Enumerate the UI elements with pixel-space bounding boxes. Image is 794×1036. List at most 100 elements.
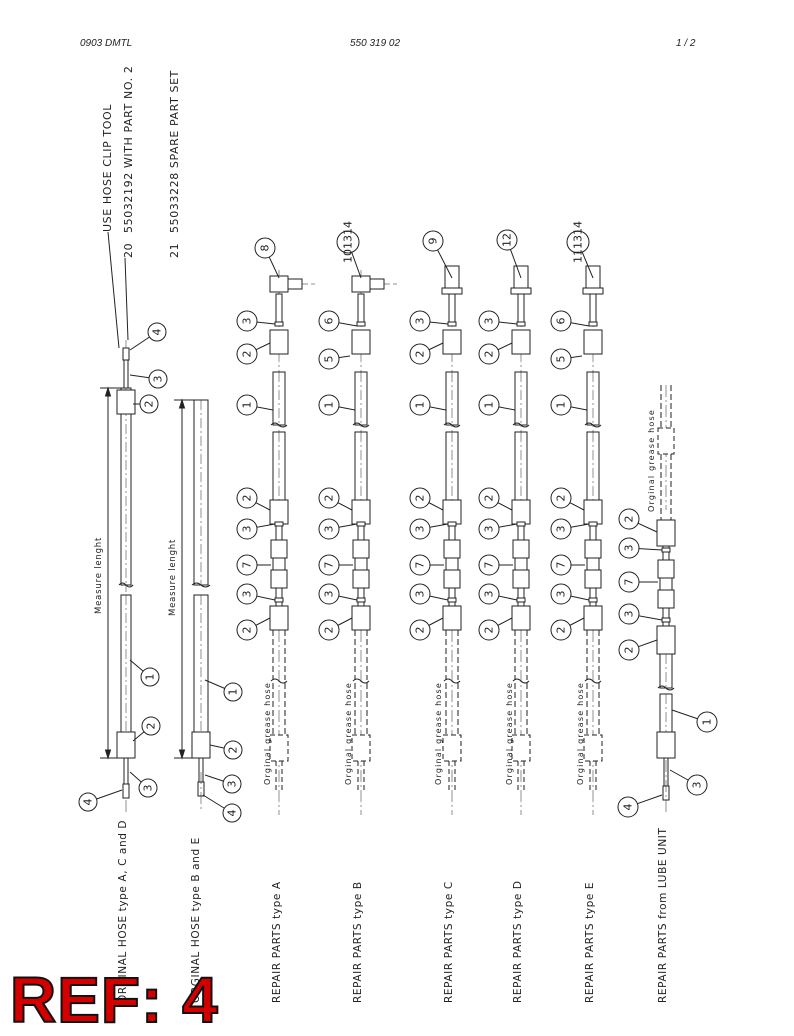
balloon-1 (318, 394, 340, 416)
balloon-number-2: 2 (414, 627, 427, 634)
label-original-hose-be: ORGINAL HOSE type B and E (190, 837, 202, 1003)
note-clip-tool: USE HOSE CLIP TOOL (101, 104, 114, 232)
ferrule-dashed (657, 427, 675, 455)
balloon-number-1: 1 (144, 674, 157, 681)
note-21-text: 55033228 SPARE PART SET (168, 70, 181, 233)
balloon-number-2: 2 (145, 723, 158, 730)
balloon-number-7: 7 (623, 579, 636, 586)
header-part-number: 550 319 02 (350, 38, 401, 49)
balloon-number-2: 2 (623, 647, 636, 654)
balloon-3 (409, 310, 431, 332)
label-repair-lube: REPAIR PARTS from LUBE UNIT (657, 827, 669, 1003)
balloon-3 (409, 583, 431, 605)
balloon-number-2: 2 (414, 495, 427, 502)
balloon-2 (318, 487, 340, 509)
balloon-2 (141, 716, 161, 736)
balloon-1 (550, 394, 572, 416)
balloon-number-3: 3 (414, 526, 427, 533)
connector-half (352, 539, 370, 559)
balloon-7 (236, 554, 258, 576)
connector-half (270, 569, 288, 589)
break-line (657, 685, 675, 691)
hex-nut (582, 287, 604, 295)
ferrule (116, 731, 136, 759)
ferrule (442, 329, 462, 355)
balloon-number-2: 2 (483, 351, 496, 358)
nipple (589, 293, 597, 325)
label-original-hose-acd: ORGINAL HOSE type A, C and D (117, 820, 129, 1003)
balloon-7 (550, 554, 572, 576)
balloon-number-2: 2 (323, 495, 336, 502)
label-repair-d: REPAIR PARTS type D (512, 880, 524, 1003)
angle-fitting (269, 275, 289, 293)
nipple (662, 607, 670, 627)
balloon-3 (409, 518, 431, 540)
balloon-1 (223, 682, 243, 702)
balloon-number-2: 2 (241, 495, 254, 502)
balloon-number-3: 3 (241, 591, 254, 598)
ferrule (442, 499, 462, 525)
ferrule (116, 389, 136, 415)
balloon-number-2: 2 (227, 747, 240, 754)
balloon-number-4: 4 (622, 804, 635, 811)
balloon-2 (478, 619, 500, 641)
break-line (584, 422, 602, 428)
ferrule (656, 625, 676, 655)
label-repair-e: REPAIR PARTS type E (584, 882, 596, 1003)
balloon-number-8: 8 (259, 245, 272, 252)
break-line (352, 678, 370, 684)
note-20-text: 55032192 WITH PART NO. 2 (122, 66, 135, 233)
balloon-number-2: 2 (483, 627, 496, 634)
connector-half (584, 539, 602, 559)
balloon-12 (496, 229, 518, 251)
orig-grease-hose-c: Orginal grease hose (434, 682, 443, 785)
balloon-number-4: 4 (226, 810, 239, 817)
balloon-3 (318, 583, 340, 605)
measure-arrow (104, 749, 112, 760)
balloon-3 (550, 518, 572, 540)
balloon-2 (139, 394, 159, 414)
angle-outlet (369, 278, 385, 290)
nipple (275, 293, 283, 325)
connector-half (657, 589, 675, 609)
balloon-9 (422, 230, 444, 252)
balloon-6 (318, 310, 340, 332)
break-line (443, 422, 461, 428)
balloon-number-4: 4 (82, 799, 95, 806)
balloon-number-2: 2 (555, 627, 568, 634)
balloon-7 (478, 554, 500, 576)
break-line (270, 422, 288, 428)
hose-clip (661, 617, 671, 623)
note-20-num: 20 (122, 243, 135, 258)
ferrule (583, 499, 603, 525)
ferrule-dashed (269, 734, 289, 762)
hose-clip (516, 521, 526, 527)
balloon-number-3: 3 (483, 318, 496, 325)
balloon-number-1: 1 (555, 402, 568, 409)
hose-clip (356, 597, 366, 603)
balloon-3 (236, 583, 258, 605)
connector-half (352, 569, 370, 589)
balloon-2 (236, 619, 258, 641)
balloon-number-2: 2 (143, 401, 156, 408)
balloon-10 (336, 230, 360, 254)
hose-clip (447, 521, 457, 527)
hose-clip (274, 321, 284, 327)
balloon-number-11: 111314 (572, 221, 585, 263)
hose-clip (447, 597, 457, 603)
balloon-number-7: 7 (414, 562, 427, 569)
balloon-7 (409, 554, 431, 576)
balloon-1 (409, 394, 431, 416)
connector-half (512, 569, 530, 589)
hose-clip (356, 521, 366, 527)
balloon-5 (550, 348, 572, 370)
balloon-number-12: 12 (501, 233, 514, 247)
ferrule (656, 731, 676, 759)
balloon-number-2: 2 (323, 627, 336, 634)
balloon-3 (478, 583, 500, 605)
balloon-number-1: 1 (701, 719, 714, 726)
nipple (448, 587, 456, 607)
balloon-2 (223, 740, 243, 760)
balloon-2 (550, 487, 572, 509)
balloon-number-3: 3 (241, 318, 254, 325)
